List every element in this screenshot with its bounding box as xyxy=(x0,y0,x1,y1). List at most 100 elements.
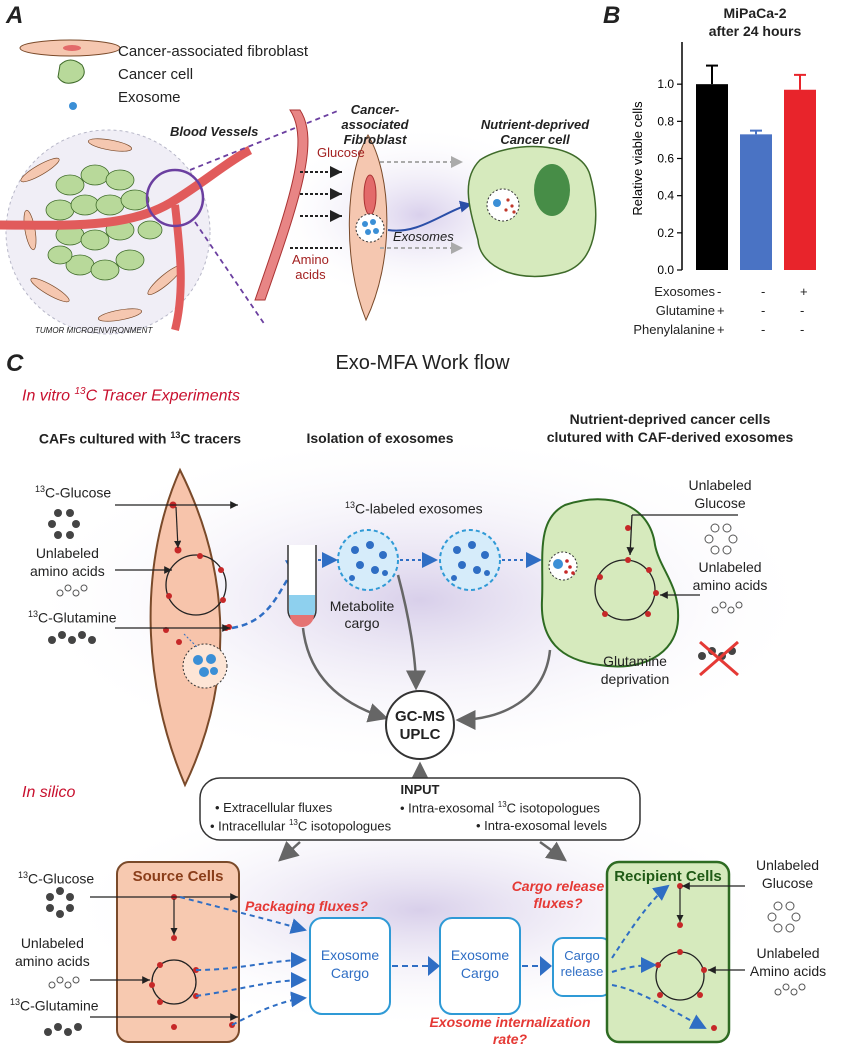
unlabeled-glucose-icon xyxy=(704,523,738,555)
panel-c-letter: C xyxy=(6,350,24,377)
unlabeled-aa-r-line2: amino acids xyxy=(692,577,768,593)
cancer-title-line1: Nutrient-deprived xyxy=(480,117,590,132)
input-intra-exosomal-iso: • Intra-exosomal 13C isotopologues xyxy=(400,800,600,815)
metabolite-cargo-line1: Metabolite xyxy=(329,598,395,614)
metabolite-cargo-line2: cargo xyxy=(344,615,380,631)
in-vitro-pre: In vitro xyxy=(22,387,75,405)
unlabeled-aa-b-line1: Unlabeled xyxy=(20,935,84,951)
c13-glutamine-label: 13C-Glutamine xyxy=(28,609,117,626)
caf-hdr-pre: CAFs cultured with xyxy=(38,430,171,447)
input-intra-exo-pre: • Intra-exosomal xyxy=(400,800,498,816)
amino-label-line2: acids xyxy=(295,267,326,282)
caf-header: CAFs cultured with 13C tracers xyxy=(25,430,255,447)
glutamine-molecule-icon xyxy=(48,631,96,644)
packaging-fluxes-label: Packaging fluxes? xyxy=(245,898,368,914)
unlabeled-aa-rb-label: Unlabeled Amino acids xyxy=(738,944,838,980)
exosome-cargo-label-2: Exosome Cargo xyxy=(440,946,520,982)
caf-title: Cancer-associated Fibroblast xyxy=(320,102,430,147)
labeled-exosomes-label: 13C-labeled exosomes xyxy=(345,500,483,517)
bar-1 xyxy=(740,134,772,270)
cond-gln-1: + xyxy=(717,303,725,318)
cancer-cell-legend-icon xyxy=(57,59,85,84)
chart-title-line1: MiPaCa-2 xyxy=(723,5,787,21)
cargo-release-fluxes-label: Cargo release fluxes? xyxy=(508,878,608,912)
chart-title-line2: after 24 hours xyxy=(708,23,802,39)
input-box xyxy=(199,777,641,841)
c13-glucose-bottom-sup: 13 xyxy=(18,870,29,880)
amino-acids-label: Amino acids xyxy=(292,252,329,282)
cargo-release-fluxes-line1: Cargo release xyxy=(511,878,605,894)
recipient-cells-box xyxy=(605,860,731,1044)
internalization-line2: rate? xyxy=(492,1031,528,1047)
legend-fibroblast: Cancer-associated fibroblast xyxy=(118,43,309,60)
glucose-molecule-icon xyxy=(48,509,80,539)
input-intra-exo-sup: 13 xyxy=(497,800,507,809)
row-label-exosomes: Exosomes xyxy=(654,284,715,299)
gcms-line2: UPLC xyxy=(399,726,441,743)
input-intracellular-iso: • Intracellular 13C isotopologues xyxy=(210,818,391,833)
in-vitro-sup: 13 xyxy=(74,386,86,397)
labeled-exosomes-text: C-labeled exosomes xyxy=(355,500,483,517)
gcms-circle xyxy=(385,690,455,760)
unlabeled-glucose-line2: Glucose xyxy=(694,495,746,511)
y-tick-label-1: 0.2 xyxy=(657,226,674,240)
unlabeled-aa-right-label: Unlabeled amino acids xyxy=(680,558,780,594)
cond-exo-1: - xyxy=(717,284,722,299)
recipient-hdr-line2: clutured with CAF-derived exosomes xyxy=(546,429,794,445)
labeled-exosome-1 xyxy=(337,529,399,591)
exosome-cargo-box-1 xyxy=(309,917,391,1015)
workflow-diagram xyxy=(20,430,820,1044)
c13-glutamine-bottom-label: 13C-Glutamine xyxy=(10,997,99,1014)
workflow-title: Exo-MFA Work flow xyxy=(335,352,510,374)
unlabeled-aa-icon-right xyxy=(711,601,743,614)
crossed-glutamine-icon xyxy=(698,640,739,677)
cargo-release-line1: Cargo xyxy=(564,948,600,963)
cancer-title-line2: Cancer cell xyxy=(500,132,570,147)
amino-molecule-icon xyxy=(56,584,88,597)
c13-glutamine-bottom-text: C-Glutamine xyxy=(20,997,99,1014)
cond-gln-2: - xyxy=(761,303,766,318)
exo-cargo-1-line2: Cargo xyxy=(330,965,370,981)
chart-title: MiPaCa-2 after 24 hours xyxy=(680,4,830,40)
cond-exo-3: + xyxy=(800,284,808,299)
caf-title-line2: Fibroblast xyxy=(343,132,407,147)
c13-glucose-bottom-label: 13C-Glucose xyxy=(18,870,94,887)
c13-glucose-text: C-Glucose xyxy=(45,484,112,501)
unlabeled-glucose-label: Unlabeled Glucose xyxy=(680,476,760,512)
gln-deprivation-line2: deprivation xyxy=(600,671,670,687)
cancer-cell-shape xyxy=(467,145,597,278)
unlabeled-aa-rb-line2: Amino acids xyxy=(749,963,827,979)
unlabeled-glucose-b-line2: Glucose xyxy=(761,875,814,891)
exo-cargo-2-line2: Cargo xyxy=(460,965,500,981)
input-intracell-post: C isotopologues xyxy=(297,818,392,834)
c13-glucose-bottom-text: C-Glucose xyxy=(28,870,95,887)
in-vitro-title: In vitro 13C Tracer Experiments xyxy=(22,386,240,405)
input-intra-exosomal-levels: • Intra-exosomal levels xyxy=(476,818,607,833)
cancer-cell-title: Nutrient-deprived Cancer cell xyxy=(470,117,600,147)
bar-0 xyxy=(696,84,728,270)
c13-glutamine-bottom-sup: 13 xyxy=(10,997,21,1007)
blood-vessels-label: Blood Vessels xyxy=(170,124,259,139)
bar-2 xyxy=(784,89,816,270)
internalization-line1: Exosome internalization xyxy=(429,1014,591,1030)
panel-b-letter: B xyxy=(603,2,621,29)
zoom-circle xyxy=(145,168,205,228)
isolation-header: Isolation of exosomes xyxy=(306,430,454,446)
unlabeled-aa-bottom-label: Unlabeled amino acids xyxy=(15,934,90,970)
glutamine-deprivation-label: Glutamine deprivation xyxy=(590,652,680,688)
recipient-hdr-line1: Nutrient-deprived cancer cells xyxy=(569,411,771,427)
exo-cargo-1-line1: Exosome xyxy=(320,947,380,963)
cargo-release-label: Cargo release xyxy=(553,948,611,980)
source-cells-title: Source Cells xyxy=(132,868,224,885)
unlabeled-glucose-bottom-label: Unlabeled Glucose xyxy=(745,856,830,892)
panel-a-illustration xyxy=(0,39,597,335)
labeled-exosomes-sup: 13 xyxy=(345,500,356,510)
unlabeled-aa-label: Unlabeled amino acids xyxy=(30,544,105,580)
row-label-phenylalanine: Phenylalanine xyxy=(633,322,715,337)
recipient-cell-large xyxy=(540,498,680,668)
input-intracell-pre: • Intracellular xyxy=(210,818,289,834)
input-intracell-sup: 13 xyxy=(288,818,298,827)
unlabeled-aa-b-line2: amino acids xyxy=(15,953,90,969)
cond-phe-3: - xyxy=(800,322,805,337)
